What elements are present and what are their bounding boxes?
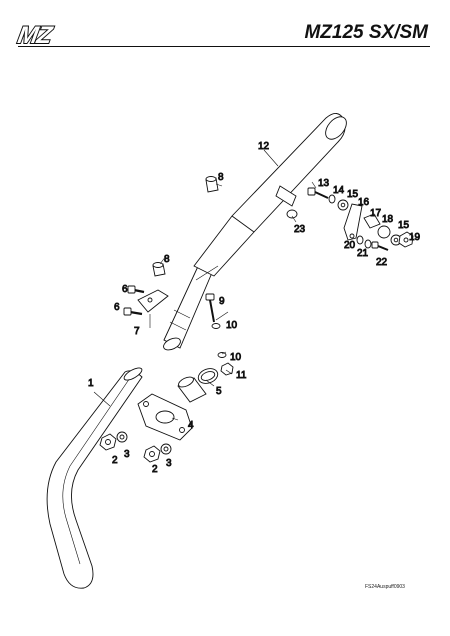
mid-pipe [163, 261, 215, 351]
callout-17: 17 [370, 208, 382, 219]
callout-4: 4 [188, 420, 194, 431]
washer-14 [328, 194, 336, 204]
sleeve [177, 376, 207, 403]
drawing-code: FS24Auspuff0903 [365, 584, 405, 590]
callout-2a: 2 [112, 455, 118, 466]
washer-right [160, 443, 172, 455]
header-rule [18, 46, 430, 47]
callout-16: 16 [358, 197, 370, 208]
callout-7: 7 [134, 326, 140, 337]
callout-6b: 6 [114, 302, 120, 313]
callout-15a: 15 [347, 189, 359, 200]
callout-8b: 8 [218, 172, 224, 183]
callout-3b: 3 [166, 458, 172, 469]
spacer-17 [363, 213, 381, 229]
bolt-13 [307, 187, 329, 199]
callout-2b: 2 [152, 464, 158, 475]
washer-left [116, 431, 128, 443]
nut-19 [398, 231, 414, 248]
model-title: MZ125 SX/SM [304, 22, 428, 43]
bolt-22 [371, 241, 389, 251]
washer-10-lower [217, 352, 227, 358]
callout-9: 9 [219, 296, 225, 307]
callout-19: 19 [409, 232, 421, 243]
bracket-16 [343, 203, 363, 241]
callout-10b: 10 [230, 352, 242, 363]
washer-20 [356, 235, 364, 245]
callout-8a: 8 [164, 254, 170, 265]
header-pipe [46, 367, 143, 589]
rubber-18 [377, 225, 391, 239]
callout-3a: 3 [124, 449, 130, 460]
callout-20: 20 [344, 240, 356, 251]
callout-1: 1 [88, 378, 94, 389]
rubber-mount-upper [205, 176, 219, 193]
bolt-lower [123, 307, 143, 316]
silencer-cap-23 [286, 209, 298, 219]
silencer [193, 113, 347, 281]
bolt-upper [127, 285, 145, 294]
nut-left [99, 433, 117, 451]
washer-15a [337, 199, 349, 211]
callout-10a: 10 [226, 320, 238, 331]
callout-18: 18 [382, 214, 394, 225]
nut-11 [220, 362, 234, 376]
callout-15b: 15 [398, 220, 410, 231]
nut-right [143, 445, 161, 463]
callout-6a: 6 [122, 284, 128, 295]
flange [137, 393, 193, 441]
callout-22: 22 [376, 257, 388, 268]
callout-5: 5 [216, 386, 222, 397]
callout-14: 14 [333, 185, 345, 196]
seal-ring [197, 368, 219, 384]
callout-12: 12 [258, 141, 270, 152]
callout-23: 23 [294, 224, 306, 235]
washer-10-upper [211, 323, 221, 329]
bolt-9 [205, 293, 215, 323]
callout-11: 11 [236, 370, 247, 381]
callout-21: 21 [357, 248, 369, 259]
bracket [137, 289, 169, 313]
leader-lines [93, 149, 317, 421]
washer-21 [364, 239, 372, 249]
callout-13: 13 [318, 178, 330, 189]
